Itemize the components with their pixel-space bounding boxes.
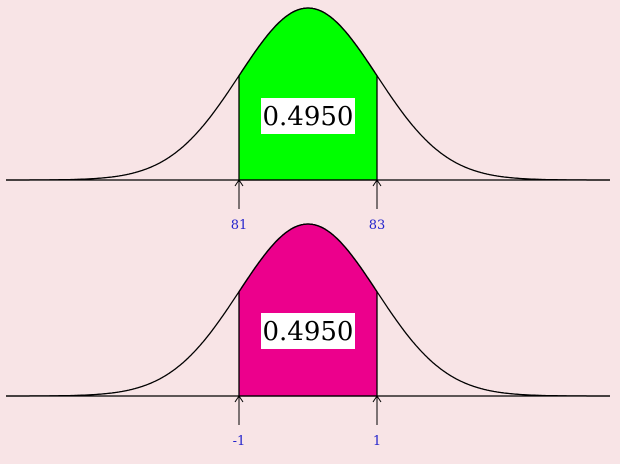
bottom-area-label: 0.4950 bbox=[263, 317, 354, 347]
bottom-area-label-box bbox=[261, 313, 355, 349]
bottom-panel: 0.4950 -1 1 bbox=[6, 223, 610, 449]
bottom-left-bound-label: -1 bbox=[233, 434, 246, 449]
top-area-label: 0.4950 bbox=[263, 102, 354, 132]
top-area-label-box bbox=[261, 98, 355, 134]
top-left-bound-arrow bbox=[234, 179, 244, 209]
bottom-right-bound-arrow bbox=[372, 395, 382, 425]
bottom-right-bound-label: 1 bbox=[373, 434, 381, 449]
bottom-shaded-region bbox=[238, 223, 378, 397]
top-bell-curve bbox=[6, 7, 610, 181]
top-panel: 0.4950 81 83 bbox=[6, 7, 610, 233]
top-left-bound-label: 81 bbox=[231, 218, 248, 233]
bottom-bell-curve bbox=[6, 223, 610, 397]
top-right-bound-label: 83 bbox=[369, 218, 386, 233]
top-shaded-region bbox=[238, 7, 378, 181]
top-right-bound-arrow bbox=[372, 179, 382, 209]
bottom-left-bound-arrow bbox=[234, 395, 244, 425]
